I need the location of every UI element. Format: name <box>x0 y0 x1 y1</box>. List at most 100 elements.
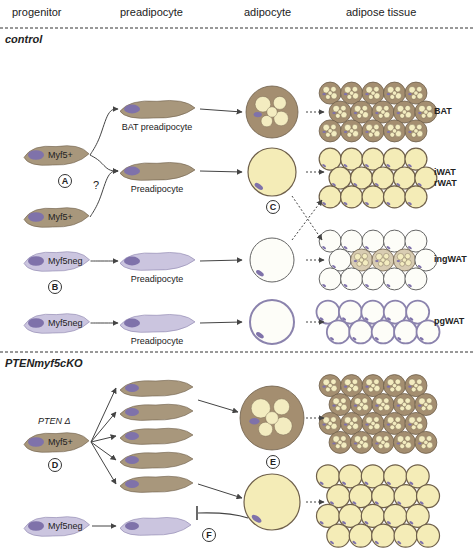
arrow-line <box>91 388 116 442</box>
lipid-droplet <box>402 440 406 444</box>
nucleus <box>322 423 326 425</box>
nucleus <box>28 437 44 447</box>
cell-body <box>120 162 195 180</box>
lipid-droplet <box>414 383 418 387</box>
preadipocyte-cell <box>120 452 193 468</box>
nucleus <box>354 112 358 114</box>
lipid-droplet <box>381 258 385 262</box>
nucleus <box>344 93 348 95</box>
nucleus <box>374 337 379 342</box>
lipid-droplet <box>402 110 406 114</box>
lipid-droplet <box>328 421 332 425</box>
lipid-droplet <box>392 129 396 133</box>
brown-adipocyte <box>384 412 406 434</box>
adipose-tissue <box>319 148 437 208</box>
cell-body <box>120 252 195 270</box>
lipid-droplet <box>338 110 342 114</box>
nucleus <box>354 260 358 262</box>
nucleus <box>387 386 391 388</box>
arrow-line <box>306 322 324 323</box>
lipid-droplet <box>349 421 353 425</box>
white-adipocyte <box>319 186 341 208</box>
lipid-droplet <box>273 96 286 109</box>
nucleus <box>354 442 358 444</box>
nucleus <box>28 212 44 222</box>
brown-adipocyte <box>405 82 427 104</box>
brown-adipocyte <box>246 86 298 138</box>
brown-adipocyte <box>240 386 304 450</box>
nucleus <box>329 337 334 342</box>
nucleus <box>125 522 139 530</box>
brown-adipocyte <box>393 101 415 123</box>
nucleus <box>124 105 140 114</box>
callout-letter: E <box>266 455 280 469</box>
nucleus <box>322 164 327 168</box>
lipid-droplet <box>328 129 332 133</box>
arrow-line <box>200 322 242 323</box>
brown-adipocyte <box>405 412 427 434</box>
cell-label: Myf5+ <box>48 212 90 223</box>
nucleus <box>124 257 140 266</box>
nucleus <box>125 432 139 440</box>
white-adipocyte <box>250 238 294 282</box>
lipid-droplet <box>338 440 342 444</box>
brown-adipocyte <box>319 82 341 104</box>
lineage-arrow <box>90 171 118 217</box>
brown-adipocyte <box>393 431 415 453</box>
nucleus <box>397 442 401 444</box>
cell-label: Myf5+ <box>48 437 90 448</box>
preadipocyte-cell: Preadipocyte <box>118 250 196 285</box>
cell-label: Myf5neg <box>48 256 91 267</box>
lipid-droplet <box>359 440 363 444</box>
white-adipocyte <box>341 186 363 208</box>
arrow-line <box>306 418 324 419</box>
nucleus <box>28 150 44 160</box>
nucleus <box>344 131 348 133</box>
lipid-droplet <box>414 91 418 95</box>
lineage-arrow <box>90 109 118 155</box>
brown-adipocyte <box>351 101 373 123</box>
nucleus <box>124 319 140 328</box>
preadipocyte-cell: Preadipocyte <box>118 160 196 195</box>
arrow-line <box>292 200 322 240</box>
nucleus <box>352 337 357 342</box>
cell-body <box>24 146 89 166</box>
cell-label: Preadipocyte <box>118 274 196 285</box>
nucleus <box>387 423 391 425</box>
lipid-droplet <box>274 399 290 415</box>
nucleus <box>344 423 348 425</box>
figure-label: progenitor <box>12 6 62 18</box>
lipid-droplet <box>424 402 428 406</box>
figure-label: iWAT <box>434 167 456 177</box>
nucleus <box>397 540 402 545</box>
nucleus <box>322 386 326 388</box>
nucleus <box>354 405 358 407</box>
brown-adipocyte <box>329 394 351 416</box>
lipid-droplet <box>338 402 342 406</box>
nucleus <box>343 283 348 287</box>
brown-adipocyte <box>351 394 373 416</box>
white-adipocyte <box>405 268 427 290</box>
arrow-line <box>198 400 238 412</box>
white-adipocyte <box>394 524 417 547</box>
white-adipocyte <box>341 268 363 290</box>
lipid-droplet <box>328 91 332 95</box>
nucleus <box>407 201 412 205</box>
callout-letter: A <box>58 174 72 188</box>
nucleus <box>319 317 324 322</box>
nucleus <box>408 386 412 388</box>
nucleus <box>322 93 326 95</box>
cell-body <box>24 314 90 334</box>
nucleus <box>332 405 336 407</box>
lipid-droplet <box>349 91 353 95</box>
arrow-line <box>91 436 116 442</box>
nucleus <box>365 246 370 250</box>
adipose-tissue <box>319 82 437 142</box>
preadipocyte-cell: BAT preadipocyte <box>118 98 196 133</box>
nucleus <box>322 201 327 205</box>
arrow-line <box>200 260 242 261</box>
nucleus <box>375 405 379 407</box>
nucleus <box>365 131 369 133</box>
lipid-droplet <box>402 402 406 406</box>
